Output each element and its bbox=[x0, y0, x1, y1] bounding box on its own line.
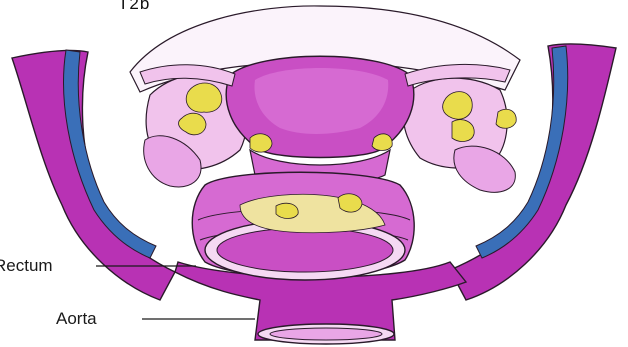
right-ovary bbox=[454, 146, 515, 192]
rectum-label: Rectum bbox=[0, 256, 53, 276]
aorta-label: Aorta bbox=[56, 309, 97, 329]
